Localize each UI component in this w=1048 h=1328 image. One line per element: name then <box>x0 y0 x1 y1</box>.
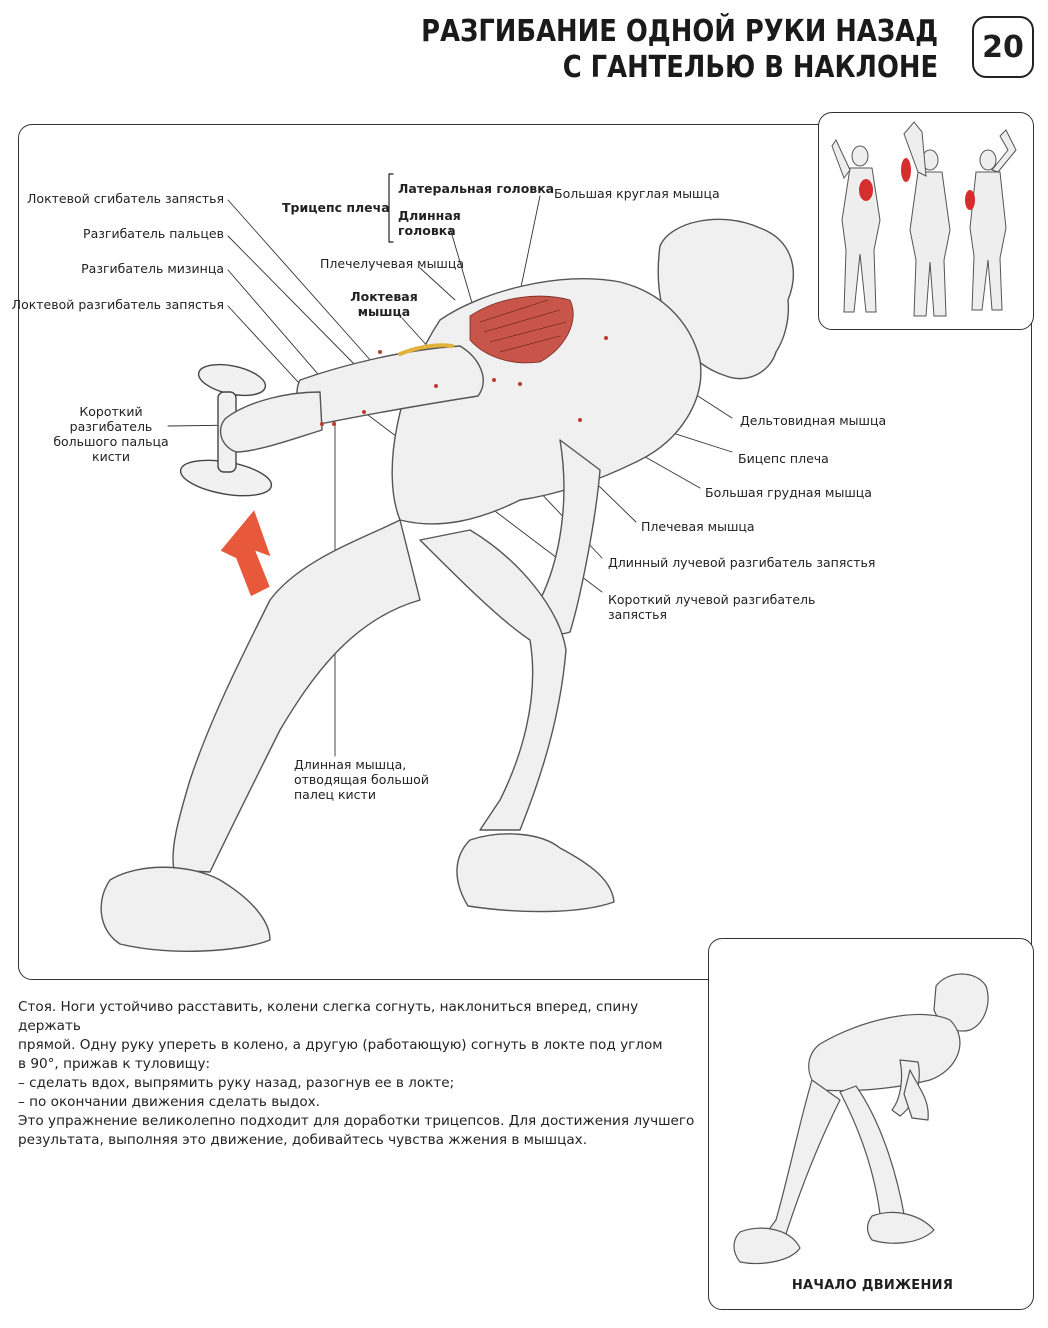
start-position-figure <box>733 973 989 1265</box>
label-brachioradialis: Плечелучевая мышца <box>320 256 465 271</box>
label-short-radial-extensor: Короткий лучевой разгибатель запястья <box>608 592 816 622</box>
label-biceps: Бицепс плеча <box>738 451 829 466</box>
exercise-description: Стоя. Ноги устойчиво расставить, колени … <box>18 998 698 1150</box>
description-line: Это упражнение великолепно подходит для … <box>18 1113 695 1129</box>
label-teres-major: Большая круглая мышца <box>554 186 720 201</box>
label-anconeus: Локтевая мышца <box>350 289 418 319</box>
muscle-map-highlights <box>859 158 975 210</box>
exercise-number-badge: 20 <box>972 16 1034 78</box>
description-line: – сделать вдох, выпрямить руку назад, ра… <box>18 1075 455 1091</box>
label-ulnar-flexor: Локтевой сгибатель запястья <box>27 191 224 206</box>
dumbbell <box>179 363 273 497</box>
main-illustration-panel <box>18 124 1032 980</box>
label-deltoid: Дельтовидная мышца <box>740 413 887 428</box>
description-line: прямой. Одну руку упереть в колено, а др… <box>18 1037 663 1053</box>
athlete-figure <box>100 218 794 952</box>
description-line: Стоя. Ноги устойчиво расставить, колени … <box>18 999 639 1034</box>
description-line: – по окончании движения сделать выдох. <box>18 1094 321 1110</box>
label-little-finger-extensor: Разгибатель мизинца <box>81 261 224 276</box>
title-line-1: РАЗГИБАНИЕ ОДНОЙ РУКИ НАЗАД <box>421 14 938 49</box>
label-triceps: Трицепс плеча <box>282 200 390 215</box>
label-lateral-head: Латеральная головка <box>398 181 555 196</box>
label-brachialis: Плечевая мышца <box>641 519 755 534</box>
description-line: в 90°, прижав к туловищу: <box>18 1056 211 1072</box>
label-pectoralis: Большая грудная мышца <box>705 485 872 500</box>
label-thumb-long-abductor: Длинная мышца, отводящая большой палец к… <box>294 757 429 802</box>
description-line: результата, выполняя это движение, добив… <box>18 1132 588 1148</box>
label-finger-extensor: Разгибатель пальцев <box>83 226 224 241</box>
label-ulnar-extensor: Локтевой разгибатель запястья <box>11 297 224 312</box>
label-long-head: Длинная головка <box>398 208 461 238</box>
label-thumb-short-extensor: Короткий разгибатель большого пальца кис… <box>53 404 169 464</box>
triceps-highlight <box>469 295 574 364</box>
muscle-map-figures <box>831 121 1017 317</box>
start-position-caption: НАЧАЛО ДВИЖЕНИЯ <box>791 1278 954 1293</box>
movement-arrow <box>220 510 271 597</box>
label-long-radial-extensor: Длинный лучевой разгибатель запястья <box>608 555 876 570</box>
page-title: РАЗГИБАНИЕ ОДНОЙ РУКИ НАЗАД С ГАНТЕЛЬЮ В… <box>421 14 938 86</box>
title-line-2: С ГАНТЕЛЬЮ В НАКЛОНЕ <box>562 50 938 85</box>
